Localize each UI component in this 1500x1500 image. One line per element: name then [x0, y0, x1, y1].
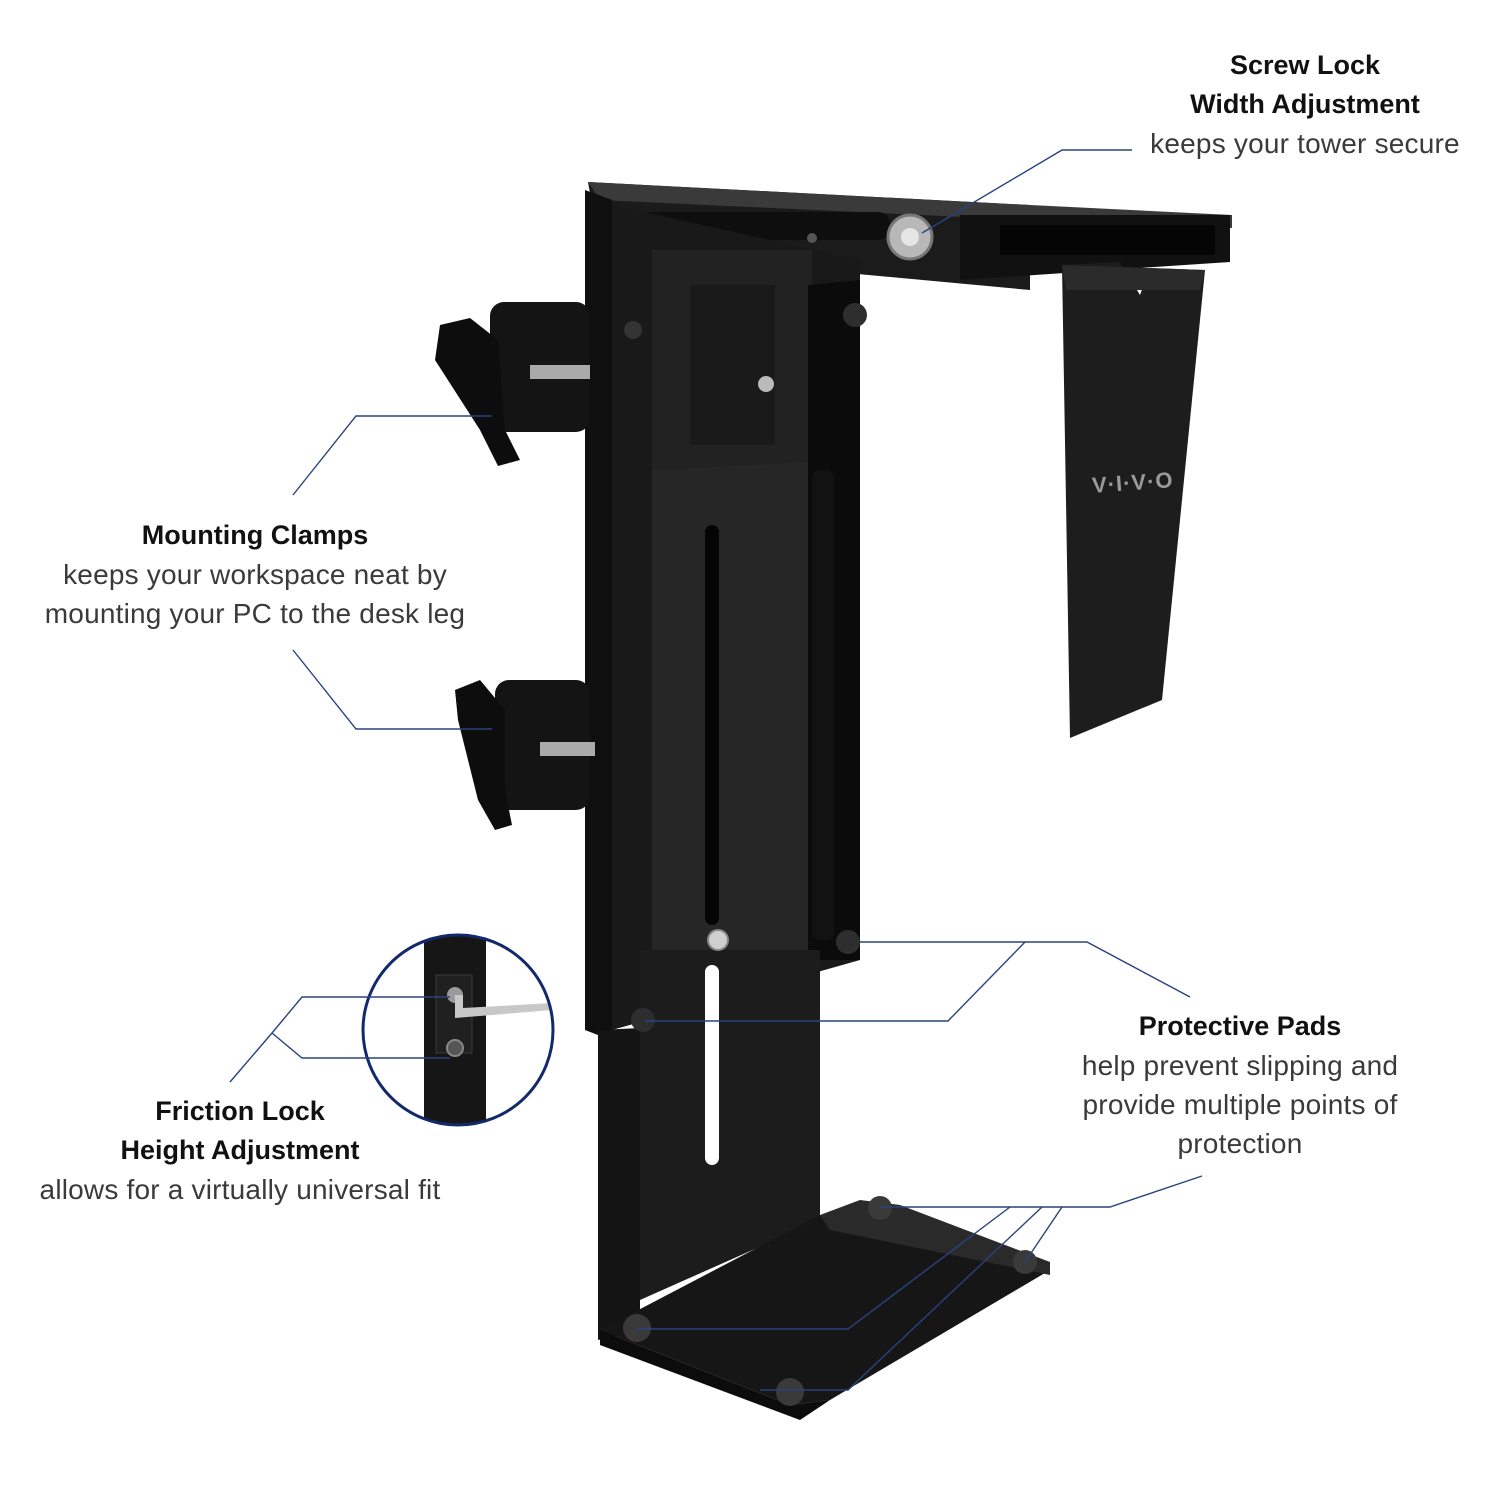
callout-friction-lock: Friction Lock Height Adjustment allows f…	[15, 1092, 465, 1209]
leader-pads-tray-c	[1024, 1206, 1063, 1263]
leader-lines	[229, 149, 1203, 1391]
vertical-frame	[585, 190, 867, 1340]
callout-title: Friction Lock	[155, 1096, 325, 1126]
upper-clamp	[435, 302, 590, 466]
leader-clamp-upper	[292, 415, 492, 496]
callout-title: Width Adjustment	[1190, 89, 1420, 119]
leader-friction-upper	[229, 996, 450, 1083]
callout-description: keeps your workspace neat by	[63, 559, 447, 590]
lower-clamp	[455, 680, 595, 830]
top-width-bracket	[588, 182, 1232, 290]
callout-protective-pads: Protective Pads help prevent slipping an…	[1050, 1007, 1430, 1163]
leader-pads-tray	[880, 1175, 1203, 1208]
callout-title: Mounting Clamps	[141, 520, 369, 550]
friction-lock-inset	[361, 933, 555, 1127]
callout-mounting-clamps: Mounting Clamps keeps your workspace nea…	[25, 516, 485, 633]
callout-title: Protective Pads	[1138, 1011, 1342, 1041]
leader-clamp-lower	[292, 649, 492, 730]
callout-description: allows for a virtually universal fit	[39, 1174, 441, 1205]
callout-title: Height Adjustment	[120, 1135, 360, 1165]
side-strap	[1062, 262, 1205, 738]
callout-description: provide multiple points of	[1082, 1089, 1398, 1120]
leader-screw-lock	[921, 149, 1132, 234]
leader-pads-tray-a	[637, 1206, 1011, 1330]
callout-screw-lock: Screw Lock Width Adjustment keeps your t…	[1140, 46, 1470, 163]
callout-description: help prevent slipping and	[1081, 1050, 1399, 1081]
leader-friction-lower	[271, 1032, 450, 1059]
callout-description: mounting your PC to the desk leg	[44, 598, 466, 629]
callout-description: protection	[1177, 1128, 1303, 1159]
callout-description: keeps your tower secure	[1150, 128, 1460, 159]
leader-pads-tray-b	[760, 1206, 1043, 1391]
callout-title: Screw Lock	[1229, 50, 1381, 80]
leader-pads-frame	[860, 941, 1191, 998]
leader-pads-frame2	[645, 941, 1026, 1022]
